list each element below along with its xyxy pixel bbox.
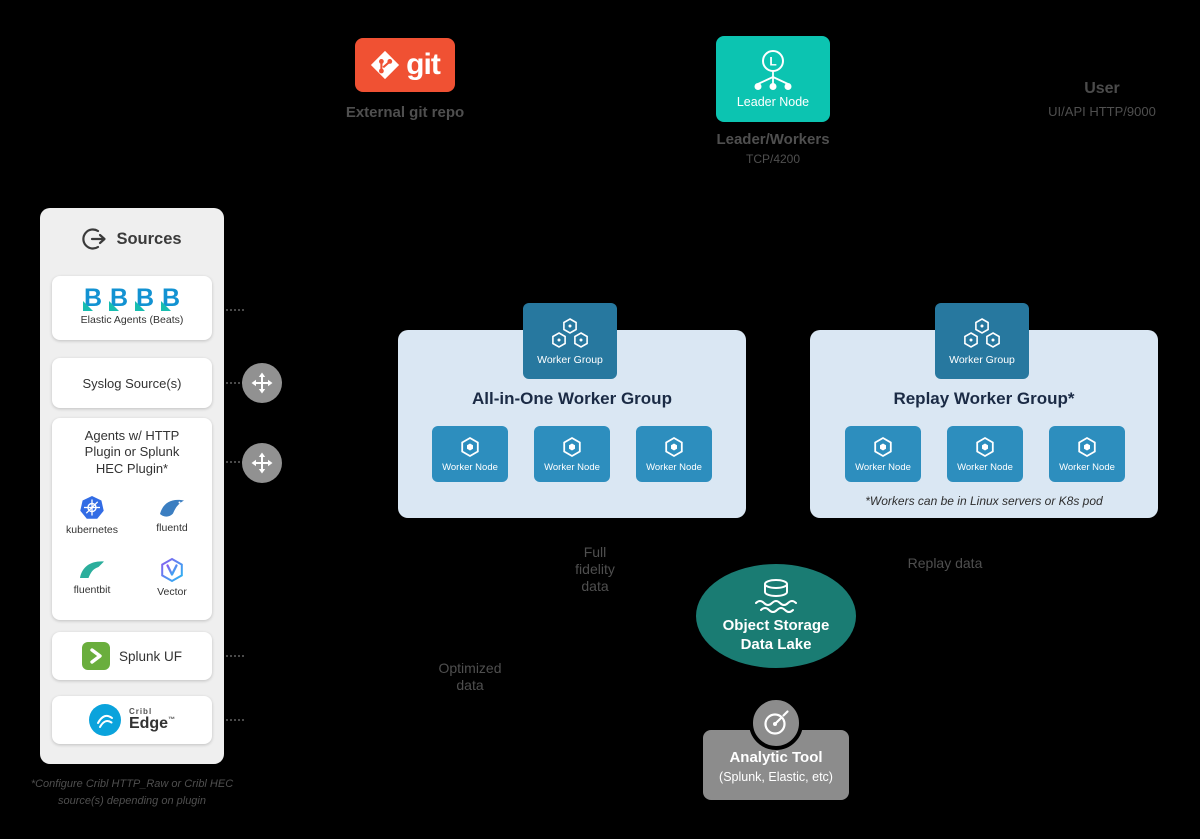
replay-group-title: Replay Worker Group* bbox=[893, 389, 1075, 408]
sources-panel: Sources B B B B bbox=[40, 208, 224, 764]
git-icon bbox=[371, 50, 400, 80]
full-fidelity-data-label: Full fidelity data bbox=[575, 544, 615, 594]
beats-b-icon: B bbox=[135, 284, 154, 312]
hexagon-cluster-icon bbox=[964, 317, 1000, 348]
beats-label: Elastic Agents (Beats) bbox=[80, 314, 184, 326]
user-block: User UI/API HTTP/9000 bbox=[1012, 80, 1192, 119]
agent-logo-grid: kubernetes fluentd fluentbit bbox=[52, 485, 212, 609]
worker-node: Worker Node bbox=[947, 426, 1023, 482]
worker-node-label: Worker Node bbox=[855, 462, 911, 473]
leader-caption: Leader/Workers bbox=[716, 131, 830, 148]
agents-label: Agents w/ HTTP Plugin or Splunk HEC Plug… bbox=[84, 428, 180, 476]
svg-text:B: B bbox=[162, 284, 180, 312]
git-logo-text: git bbox=[406, 48, 441, 81]
beats-b-icon: B bbox=[161, 284, 180, 312]
cribl-brand: Cribl bbox=[128, 707, 153, 716]
cribl-icon bbox=[88, 704, 121, 736]
dotted-connector bbox=[226, 382, 244, 384]
agent-vector: Vector bbox=[132, 547, 212, 609]
database-waves-icon bbox=[755, 579, 797, 614]
worker-group-badge: Worker Group bbox=[935, 303, 1029, 379]
sources-header: Sources bbox=[40, 226, 224, 252]
cribl-product: Edge™ bbox=[128, 715, 176, 732]
worker-node-label: Worker Node bbox=[1059, 462, 1115, 473]
syslog-label: Syslog Source(s) bbox=[82, 375, 182, 391]
leader-node-box: L Leader Node bbox=[716, 36, 830, 122]
worker-node-label: Worker Node bbox=[544, 462, 600, 473]
worker-group-badge-label: Worker Group bbox=[949, 353, 1015, 366]
worker-group-badge-label: Worker Group bbox=[537, 353, 603, 366]
splunk-icon bbox=[81, 642, 110, 670]
all-in-one-group-title: All-in-One Worker Group bbox=[472, 389, 672, 408]
worker-node-label: Worker Node bbox=[957, 462, 1013, 473]
worker-node: Worker Node bbox=[636, 426, 712, 482]
dotted-connector bbox=[226, 309, 244, 311]
agent-logo-label: fluentbit bbox=[73, 584, 111, 597]
replay-footnote: *Workers can be in Linux servers or K8s … bbox=[865, 494, 1103, 508]
splunk-label: Splunk UF bbox=[118, 648, 183, 664]
worker-node: Worker Node bbox=[845, 426, 921, 482]
source-card-agents: Agents w/ HTTP Plugin or Splunk HEC Plug… bbox=[52, 418, 212, 620]
dotted-connector bbox=[226, 461, 244, 463]
agent-fluentd: fluentd bbox=[132, 485, 212, 547]
hexagon-icon bbox=[874, 436, 892, 458]
agent-logo-label: Vector bbox=[157, 586, 187, 599]
vector-icon bbox=[161, 558, 183, 583]
analytic-title: Analytic Tool bbox=[729, 749, 823, 766]
leader-letter: L bbox=[769, 55, 776, 69]
user-subtitle: UI/API HTTP/9000 bbox=[1048, 104, 1156, 119]
git-logo-box: git bbox=[355, 38, 455, 92]
analytic-subtitle: (Splunk, Elastic, etc) bbox=[719, 770, 833, 784]
sources-title: Sources bbox=[116, 229, 182, 248]
worker-node-label: Worker Node bbox=[442, 462, 498, 473]
worker-node-label: Worker Node bbox=[646, 462, 702, 473]
worker-node: Worker Node bbox=[534, 426, 610, 482]
fluentbit-icon bbox=[80, 561, 104, 579]
replay-data-label: Replay data bbox=[907, 555, 983, 571]
analytic-gauge-icon bbox=[749, 696, 803, 750]
leader-cluster-icon: L bbox=[754, 50, 792, 90]
source-card-splunk-uf: Splunk UF bbox=[52, 632, 212, 680]
worker-node: Worker Node bbox=[1049, 426, 1125, 482]
hexagon-icon bbox=[563, 436, 581, 458]
agent-fluentbit: fluentbit bbox=[52, 547, 132, 609]
cribl-wordmark: Cribl Edge™ bbox=[129, 708, 175, 732]
source-card-beats: B B B B Elastic Agents (Beats) bbox=[52, 276, 212, 340]
source-card-syslog: Syslog Source(s) bbox=[52, 358, 212, 408]
agent-logo-label: fluentd bbox=[156, 522, 188, 535]
kubernetes-icon bbox=[80, 496, 104, 520]
dotted-connector bbox=[226, 719, 244, 721]
hexagon-icon bbox=[665, 436, 683, 458]
git-caption: External git repo bbox=[345, 104, 465, 121]
routing-icon bbox=[242, 363, 282, 403]
sources-footnote: *Configure Cribl HTTP_Raw or Cribl HEC s… bbox=[30, 778, 234, 807]
beats-logos: B B B B bbox=[52, 284, 212, 312]
user-title: User bbox=[1084, 80, 1120, 97]
cribl-tm: ™ bbox=[168, 716, 176, 724]
source-card-cribl-edge: Cribl Edge™ bbox=[52, 696, 212, 744]
beats-b-icon: B bbox=[109, 284, 128, 312]
hexagon-icon bbox=[976, 436, 994, 458]
agent-logo-label: kubernetes bbox=[66, 524, 118, 537]
dotted-connector bbox=[226, 655, 244, 657]
object-storage-data-lake: Object Storage Data Lake bbox=[696, 564, 856, 668]
agent-kubernetes: kubernetes bbox=[52, 485, 132, 547]
svg-text:B: B bbox=[136, 284, 154, 312]
worker-group-badge: Worker Group bbox=[523, 303, 617, 379]
leader-protocol: TCP/4200 bbox=[745, 152, 801, 166]
worker-node: Worker Node bbox=[432, 426, 508, 482]
beats-b-icon: B bbox=[83, 284, 102, 312]
optimized-data-label: Optimized data bbox=[438, 660, 502, 693]
sources-exit-icon bbox=[82, 228, 107, 250]
hexagon-icon bbox=[461, 436, 479, 458]
fluentd-icon bbox=[160, 500, 184, 517]
hexagon-icon bbox=[1078, 436, 1096, 458]
leader-node-label: Leader Node bbox=[736, 95, 810, 109]
storage-title: Object Storage Data Lake bbox=[722, 617, 830, 653]
svg-text:B: B bbox=[110, 284, 128, 312]
routing-icon bbox=[242, 443, 282, 483]
hexagon-cluster-icon bbox=[552, 317, 588, 348]
svg-text:B: B bbox=[84, 284, 102, 312]
